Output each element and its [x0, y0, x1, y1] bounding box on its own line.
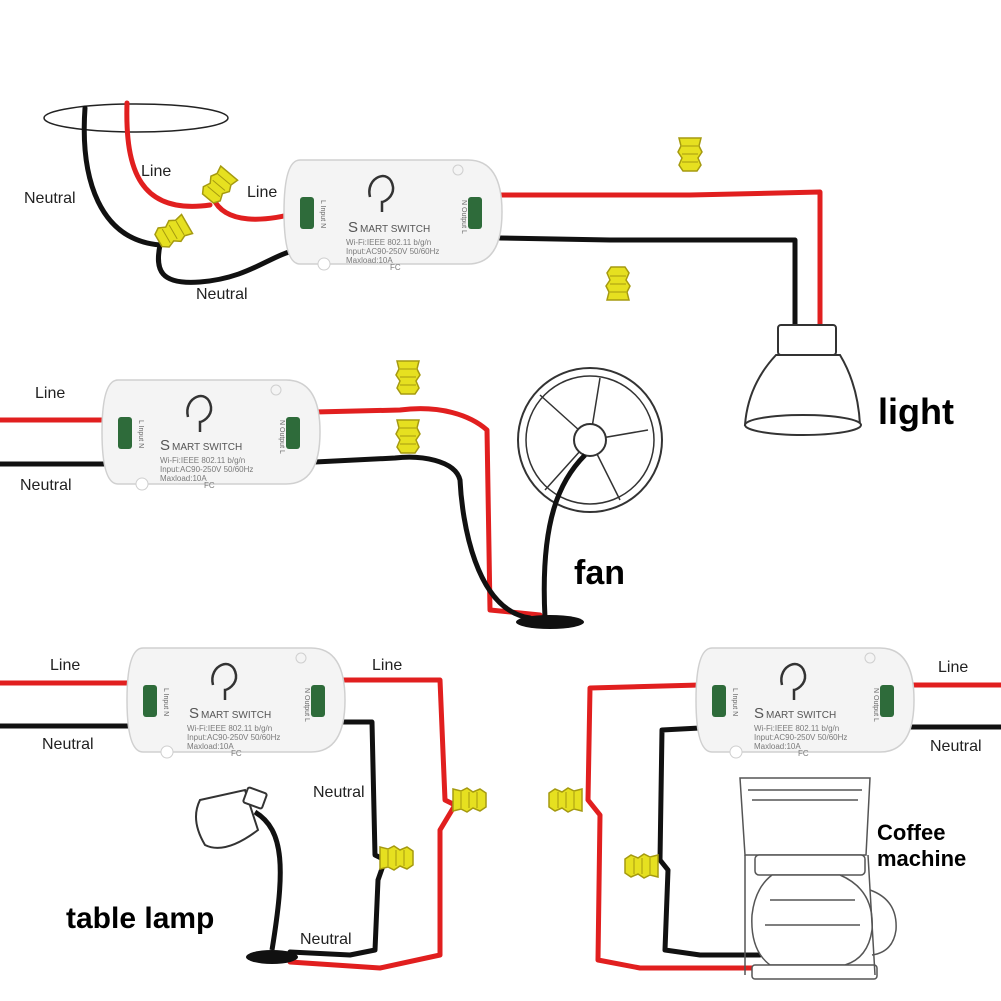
fan-icon	[516, 367, 663, 629]
svg-text:MART SWITCH: MART SWITCH	[201, 710, 271, 721]
svg-text:Maxload:10A: Maxload:10A	[160, 474, 207, 483]
neutral-wire	[312, 454, 533, 621]
ceiling-box	[43, 103, 229, 133]
wire-connector	[395, 360, 421, 395]
table-lamp-icon	[195, 786, 298, 964]
svg-text:L Input N: L Input N	[162, 688, 169, 716]
svg-text:Input:AC90-250V 50/60Hz: Input:AC90-250V 50/60Hz	[346, 247, 439, 256]
svg-text:Maxload:10A: Maxload:10A	[187, 742, 234, 751]
svg-text:L Input N: L Input N	[319, 200, 326, 228]
svg-text:MART SWITCH: MART SWITCH	[766, 710, 836, 721]
output-terminal	[286, 417, 300, 449]
line-label: Line	[50, 657, 80, 674]
svg-text:FC: FC	[204, 481, 215, 490]
svg-text:MART SWITCH: MART SWITCH	[172, 442, 242, 453]
wire-connector	[395, 419, 421, 454]
wire-connector	[624, 853, 659, 879]
wire-connector	[548, 787, 583, 813]
neutral-wire	[81, 105, 300, 285]
output-terminal	[468, 197, 482, 229]
wire-connector	[605, 266, 631, 301]
svg-text:S: S	[348, 219, 358, 236]
light-bulb-icon	[743, 324, 862, 436]
svg-text:Wi-Fi:IEEE 802.11 b/g/n: Wi-Fi:IEEE 802.11 b/g/n	[160, 456, 245, 465]
power-icon	[211, 663, 238, 700]
svg-text:Maxload:10A: Maxload:10A	[754, 742, 801, 751]
input-terminal	[118, 417, 132, 449]
svg-text:N Output L: N Output L	[278, 420, 285, 454]
svg-text:FC: FC	[231, 749, 242, 758]
svg-text:MART SWITCH: MART SWITCH	[360, 224, 430, 235]
svg-text:Maxload:10A: Maxload:10A	[346, 256, 393, 265]
line-label: Line	[372, 657, 402, 674]
line-wire	[287, 677, 458, 971]
svg-text:Wi-Fi:IEEE 802.11 b/g/n: Wi-Fi:IEEE 802.11 b/g/n	[754, 724, 839, 733]
neutral-label: Neutral	[313, 784, 365, 801]
device-label: table lamp	[66, 902, 214, 935]
line-wire	[312, 406, 543, 618]
line-label: Line	[35, 385, 65, 402]
svg-text:FC: FC	[798, 749, 809, 758]
device-label: machine	[877, 846, 966, 871]
neutral-label: Neutral	[300, 931, 352, 948]
wire-connector	[452, 787, 487, 813]
device-label: fan	[574, 554, 625, 592]
power-icon	[186, 395, 213, 432]
diagram-light: Neutral Line Line Neutral S MART SWITCH …	[24, 100, 954, 436]
neutral-wire	[287, 719, 388, 958]
input-terminal	[143, 685, 157, 717]
input-terminal	[712, 685, 726, 717]
svg-text:N Output L: N Output L	[303, 688, 310, 722]
wire-connector	[379, 845, 414, 871]
diagram-coffee-machine: Line Neutral S MART SWITCH Wi-Fi:IEEE 80…	[548, 647, 1001, 980]
power-icon	[368, 175, 395, 212]
line-wire	[124, 100, 213, 209]
svg-text:S: S	[160, 437, 170, 454]
line-wire	[585, 682, 763, 971]
diagram-fan: Line Neutral S MART SWITCH Wi-Fi:IEEE 80…	[0, 360, 663, 629]
svg-text:S: S	[189, 705, 199, 722]
device-label: light	[878, 391, 954, 432]
line-label: Line	[938, 659, 968, 676]
wire-connector	[197, 164, 240, 207]
svg-text:L Input N: L Input N	[731, 688, 738, 716]
svg-text:Wi-Fi:IEEE 802.11 b/g/n: Wi-Fi:IEEE 802.11 b/g/n	[346, 238, 431, 247]
output-terminal	[880, 685, 894, 717]
svg-text:S: S	[754, 705, 764, 722]
neutral-label: Neutral	[196, 286, 248, 303]
smart-switch: S MART SWITCH Wi-Fi:IEEE 802.11 b/g/n In…	[283, 159, 503, 272]
wire-connector	[677, 137, 703, 172]
power-icon	[780, 663, 807, 700]
svg-text:N Output L: N Output L	[460, 200, 467, 234]
device-label: Coffee	[877, 820, 945, 845]
line-label: Line	[141, 163, 171, 180]
neutral-label: Neutral	[20, 477, 72, 494]
svg-text:Wi-Fi:IEEE 802.11 b/g/n: Wi-Fi:IEEE 802.11 b/g/n	[187, 724, 272, 733]
coffee-machine-icon	[739, 777, 897, 980]
smart-switch: S MART SWITCH Wi-Fi:IEEE 802.11 b/g/n In…	[126, 647, 346, 759]
neutral-wire	[657, 725, 763, 958]
output-terminal	[311, 685, 325, 717]
line-label: Line	[247, 184, 277, 201]
neutral-label: Neutral	[930, 738, 982, 755]
input-terminal	[300, 197, 314, 229]
neutral-wire	[497, 235, 798, 333]
neutral-label: Neutral	[42, 736, 94, 753]
smart-switch: S MART SWITCH Wi-Fi:IEEE 802.11 b/g/n In…	[695, 647, 915, 759]
svg-text:FC: FC	[390, 263, 401, 272]
svg-text:Input:AC90-250V 50/60Hz: Input:AC90-250V 50/60Hz	[160, 465, 253, 474]
neutral-label: Neutral	[24, 190, 76, 207]
line-wire	[497, 189, 823, 333]
smart-switch: S MART SWITCH Wi-Fi:IEEE 802.11 b/g/n In…	[101, 379, 321, 491]
diagram-table-lamp: Line Neutral Line Neutral Neutral S MART…	[0, 647, 487, 971]
svg-text:Input:AC90-250V 50/60Hz: Input:AC90-250V 50/60Hz	[187, 733, 280, 742]
svg-text:Input:AC90-250V 50/60Hz: Input:AC90-250V 50/60Hz	[754, 733, 847, 742]
svg-text:L Input N: L Input N	[137, 420, 144, 448]
svg-text:N Output L: N Output L	[872, 688, 879, 722]
